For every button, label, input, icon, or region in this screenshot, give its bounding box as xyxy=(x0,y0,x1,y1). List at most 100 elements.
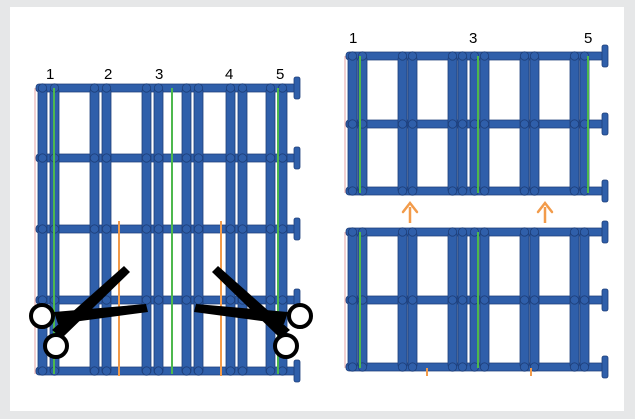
scissors-ring xyxy=(275,335,297,357)
scissors-blade xyxy=(54,304,148,324)
left-lattice-joint xyxy=(102,154,110,162)
left-lattice-joint xyxy=(38,225,46,233)
left-lattice-joint xyxy=(238,225,246,233)
right-bottom-lattice xyxy=(345,221,608,378)
scissors-icon xyxy=(194,266,311,357)
left-lattice-rung xyxy=(36,367,296,375)
right-bottom-lattice-joint xyxy=(448,296,456,304)
left-lattice-joint xyxy=(182,154,190,162)
right-top-label-1: 1 xyxy=(349,30,357,47)
arrow-up-icon xyxy=(403,203,417,223)
left-lattice-joint xyxy=(194,225,202,233)
right-bottom-lattice-joint xyxy=(448,228,456,236)
right-top-lattice-joint xyxy=(348,187,356,195)
left-lattice-joint xyxy=(182,225,190,233)
right-bottom-lattice-joint xyxy=(520,228,528,236)
left-lattice-joint xyxy=(142,84,150,92)
right-bottom-lattice-tab xyxy=(602,221,608,243)
scissors-ring xyxy=(45,335,67,357)
scissors-icon xyxy=(31,266,148,357)
right-top-lattice-joint xyxy=(520,120,528,128)
left-lattice-joint xyxy=(278,84,286,92)
left-lattice-joint xyxy=(278,296,286,304)
right-top-lattice-joint xyxy=(398,187,406,195)
right-bottom-lattice-joint xyxy=(458,363,466,371)
right-top-lattice-tab xyxy=(602,113,608,135)
right-bottom-lattice-joint xyxy=(570,296,578,304)
right-top-lattice-joint xyxy=(458,187,466,195)
left-lattice-joint xyxy=(182,367,190,375)
left-lattice-rung xyxy=(36,154,296,162)
right-top-lattice-joint xyxy=(458,52,466,60)
left-lattice-joint xyxy=(278,225,286,233)
left-lattice-joint xyxy=(266,225,274,233)
left-lattice-joint xyxy=(182,296,190,304)
right-bottom-lattice-joint xyxy=(408,296,416,304)
left-lattice-joint xyxy=(142,296,150,304)
left-lattice-joint xyxy=(102,367,110,375)
right-top-lattice-joint xyxy=(408,120,416,128)
right-top-lattice-joint xyxy=(530,187,538,195)
right-top-lattice-joint xyxy=(570,187,578,195)
left-lattice-joint xyxy=(38,154,46,162)
left-lattice-joint xyxy=(194,296,202,304)
right-bottom-lattice-joint xyxy=(348,228,356,236)
left-lattice-joint xyxy=(154,367,162,375)
left-lattice-joint xyxy=(102,225,110,233)
right-top-label-5: 5 xyxy=(584,30,592,47)
right-bottom-lattice-joint xyxy=(480,363,488,371)
right-bottom-lattice-joint xyxy=(448,363,456,371)
left-lattice-joint xyxy=(226,367,234,375)
right-top-lattice-joint xyxy=(408,52,416,60)
right-top-lattice-joint xyxy=(448,52,456,60)
left-lattice-joint xyxy=(90,154,98,162)
right-top-lattice-joint xyxy=(570,120,578,128)
left-lattice-joint xyxy=(278,154,286,162)
right-bottom-lattice-joint xyxy=(480,228,488,236)
right-top-lattice-joint xyxy=(348,52,356,60)
left-lattice-joint xyxy=(194,154,202,162)
right-top-lattice-joint xyxy=(448,187,456,195)
left-lattice-joint xyxy=(154,154,162,162)
right-top-lattice-tab xyxy=(602,180,608,202)
right-top-lattice-joint xyxy=(520,52,528,60)
right-top-lattice-joint xyxy=(480,52,488,60)
left-lattice-joint xyxy=(226,154,234,162)
right-top-lattice-joint xyxy=(570,52,578,60)
left-lattice-joint xyxy=(226,84,234,92)
left-lattice-joint xyxy=(142,367,150,375)
left-lattice-tab xyxy=(294,147,300,169)
scissors-ring xyxy=(31,305,53,327)
right-top-label-3: 3 xyxy=(469,30,477,47)
right-bottom-lattice-joint xyxy=(530,296,538,304)
right-top-lattice-joint xyxy=(458,120,466,128)
right-bottom-lattice-joint xyxy=(348,296,356,304)
left-lattice-joint xyxy=(154,225,162,233)
right-bottom-lattice-joint xyxy=(520,363,528,371)
left-lattice-tab xyxy=(294,77,300,99)
left-lattice-joint xyxy=(226,296,234,304)
left-lattice-joint xyxy=(142,154,150,162)
left-lattice-joint xyxy=(90,84,98,92)
right-top-lattice-joint xyxy=(348,120,356,128)
arrow-up-icon xyxy=(538,203,552,223)
right-top-lattice xyxy=(345,45,608,202)
left-lattice-joint xyxy=(102,84,110,92)
left-lattice-joint xyxy=(182,84,190,92)
left-lattice-joint xyxy=(266,367,274,375)
right-bottom-lattice-joint xyxy=(580,228,588,236)
left-lattice-tab xyxy=(294,360,300,382)
right-bottom-lattice-joint xyxy=(408,363,416,371)
left-label-5: 5 xyxy=(276,66,284,83)
right-bottom-lattice-tab xyxy=(602,289,608,311)
left-lattice-joint xyxy=(38,367,46,375)
right-bottom-lattice-joint xyxy=(348,363,356,371)
left-lattice-joint xyxy=(226,225,234,233)
right-top-lattice-joint xyxy=(448,120,456,128)
left-lattice-joint xyxy=(154,296,162,304)
right-bottom-lattice-joint xyxy=(480,296,488,304)
left-label-3: 3 xyxy=(155,66,163,83)
left-lattice-tab xyxy=(294,218,300,240)
left-lattice-joint xyxy=(238,367,246,375)
